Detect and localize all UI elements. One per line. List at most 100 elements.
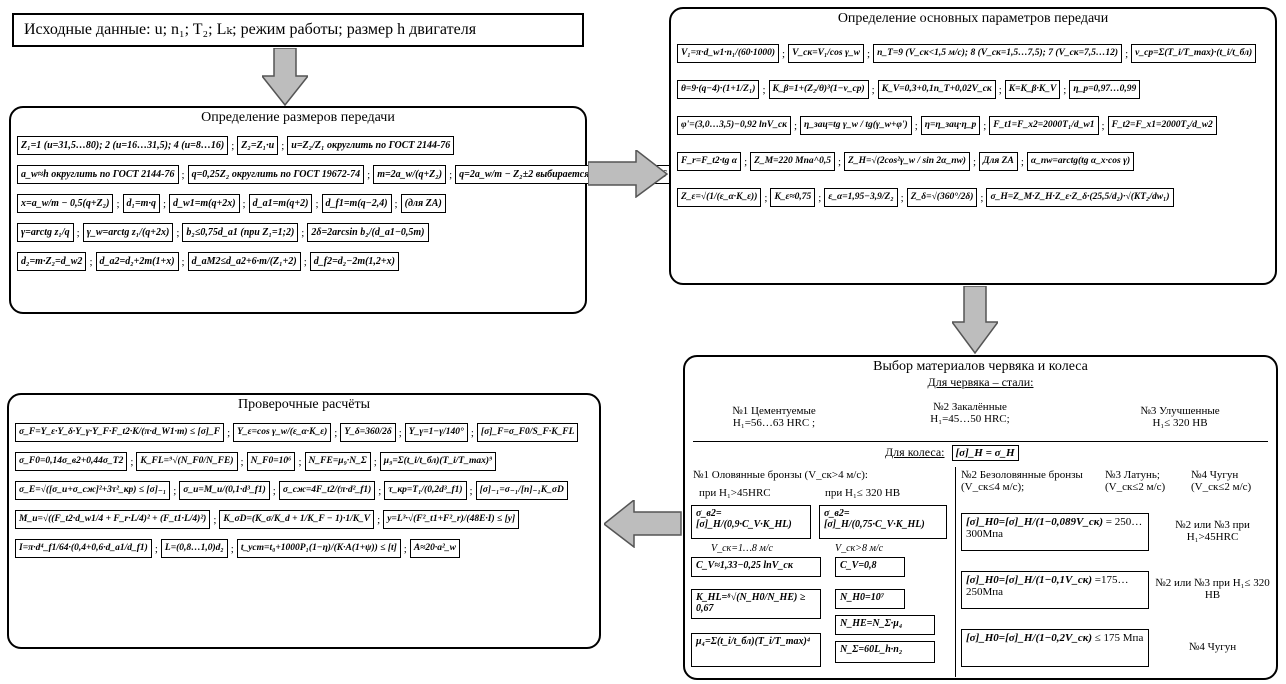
params-row-4: F_r=F_t2·tg α;Z_M=220 Mпа^0,5;Z_H=√(2cos…: [677, 152, 1269, 171]
ho-formula-2: [σ]_H0=[σ]_H/(1−0,1V_ск) =175…250Мпа: [961, 571, 1149, 609]
checks-formula-3-3: σ_сж=4F_t2/(π·d²_f1): [278, 481, 376, 500]
separator: ;: [230, 542, 234, 555]
input-data-box: Исходные данные: u; n₁; T₂; Lₖ; режим ра…: [12, 13, 584, 47]
separator: ;: [116, 197, 120, 210]
ho-formula-2-expr: [σ]_H0=[σ]_H/(1−0,1V_ск): [966, 574, 1092, 586]
checks-formula-3-4: τ_кр=T₁/(0,2d³_f1): [384, 481, 467, 500]
sizes-formula-3-1: x=a_w/m − 0,5(q+Z₂): [17, 194, 114, 213]
worm-heading: Для червяка – стали:: [927, 375, 1034, 389]
separator: ;: [1020, 155, 1024, 168]
checks-formula-2-1: σ_F0=0,14σ_в2+0,44σ_Т2: [15, 452, 128, 471]
group1-formula-2: σ_в2=[σ]_H/(0,75·C_V·K_HL): [819, 505, 947, 539]
sizes-formula-1-1: Z₁=1 (u=31,5…80); 2 (u=16…31,5); 4 (u=8……: [17, 136, 229, 155]
wheel-formula: [σ]_H = σ_H: [951, 445, 1019, 461]
separator: ;: [1063, 83, 1067, 96]
checks-formula-1-2: Y_ε=cos γ_w/(ε_α·K_ε): [233, 423, 332, 442]
checks-row-1: σ_F=Y_ε·Y_δ·Y_γ·Y_F·F_t2·K/(π·d_W1·m) ≤ …: [15, 423, 593, 442]
params-formula-1-1: V₁=π·d_w1·n₁/(60·1000): [677, 44, 780, 63]
separator: ;: [367, 168, 371, 181]
separator: ;: [998, 83, 1002, 96]
separator: ;: [181, 255, 185, 268]
cv-a: C_V≈1,33−0,25 lnV_ск: [691, 557, 821, 577]
sizes-formula-4-3: b₂≤0,75d_a1 (при Z₁=1;2): [182, 223, 299, 242]
sizes-formula-5-1: d₂=m·Z₂=d_w2: [17, 252, 87, 271]
separator: ;: [334, 426, 338, 439]
checks-formula-3-2: σ_и=M_и/(0,1·d³_f1): [179, 481, 270, 500]
separator: ;: [272, 484, 276, 497]
worm-option-2: №2 Закалённые H₁=45…50 HRC;: [895, 401, 1045, 425]
nho-formula: N_H0=10⁷: [835, 589, 905, 609]
sizes-formula-3-5: d_f1=m(q−2,4): [321, 194, 392, 213]
params-formula-5-4: Z_δ=√(360°/2δ): [906, 188, 978, 207]
params-formula-3-5: F_t2=F_x1=2000T₂/d_w2: [1107, 116, 1217, 135]
separator: ;: [242, 197, 246, 210]
materials-panel: Выбор материалов червяка и колеса Для че…: [683, 355, 1278, 680]
checks-formula-1-4: Y_γ=1−γ/140°: [404, 423, 468, 442]
separator: ;: [818, 191, 822, 204]
worm-option-1-hardness: H₁=56…63 HRC ;: [732, 417, 816, 429]
params-formula-5-1: Z_ε=√(1/(ε_α·K_ε)): [677, 188, 762, 207]
input-data-text: Исходные данные: u; n₁; T₂; Lₖ; режим ра…: [24, 21, 477, 38]
checks-formula-2-4: N_FE=μ₉·N_Σ: [304, 452, 371, 471]
group3-title: №3 Латунь; (V_ск≤2 м/с): [1105, 469, 1166, 493]
transmission-sizes-panel: Определение размеров передачи Z₁=1 (u=31…: [9, 106, 671, 314]
sizes-formula-4-4: 2δ=2arcsin b₂/(d_a1−0,5m): [307, 223, 429, 242]
checks-formula-5-3: t_уст=t₀+1000P₁(1−η)/(K·A(1+ψ)) ≤ [t]: [236, 539, 401, 558]
params-row-3: φ'=(3,0…3,5)−0,92 lnV_ск;η_зац=tg γ_w / …: [677, 116, 1269, 135]
params-formula-2-2: K_β=1+(Z₂/θ)³(1−ν_ср): [768, 80, 869, 99]
checks-formula-rows: σ_F=Y_ε·Y_δ·Y_γ·Y_F·F_t2·K/(π·d_W1·m) ≤ …: [9, 423, 599, 558]
sizes-formula-3-6: (для ZA): [400, 194, 446, 213]
separator: ;: [793, 119, 798, 132]
checks-row-4: M_и=√((F_t2·d_w1/4 + F_r·L/4)² + (F_t1·L…: [15, 510, 593, 529]
params-formula-4-1: F_r=F_t2·tg α: [677, 152, 742, 171]
separator: ;: [469, 484, 473, 497]
checks-formula-4-2: K_σD=(K_σ/K_d + 1/K_F − 1)·1/K_V: [219, 510, 375, 529]
checks-formula-2-3: N_F0=10⁶: [246, 452, 296, 471]
separator: ;: [980, 191, 984, 204]
worm-option-1: №1 Цементуемые H₁=56…63 HRC ;: [699, 405, 849, 429]
params-formula-1-3: n_T=9 (V_ск<1,5 м/с); 8 (V_ск=1,5…7,5); …: [873, 44, 1123, 63]
checks-formula-4-1: M_и=√((F_t2·d_w1/4 + F_r·L/4)² + (F_t1·L…: [15, 510, 211, 529]
separator: ;: [76, 226, 80, 239]
separator: ;: [315, 197, 319, 210]
ho-formula-1-range: = 250…300Мпа: [966, 516, 1143, 540]
separator: ;: [871, 83, 875, 96]
sizes-row-4: γ=arctg z₁/q;γ_w=arctg z₁/(q+2x);b₂≤0,75…: [17, 223, 579, 242]
separator: ;: [213, 513, 217, 526]
separator: ;: [231, 139, 235, 152]
checks-row-3: σ_Е=√([σ_и+σ_сж]²+3τ²_кр) ≤ [σ]₋₁;σ_и=M_…: [15, 481, 593, 500]
checks-formula-1-5: [σ]_F=σ_F0/S_F·K_FL: [476, 423, 579, 442]
separator: ;: [162, 197, 167, 210]
speed-b: V_ск>8 м/с: [835, 543, 884, 554]
checks-row-2: σ_F0=0,14σ_в2+0,44σ_Т2;K_FL=⁹√(N_F0/N_FE…: [15, 452, 593, 471]
sizes-formula-5-2: d_a2=d₂+2m(1+x): [95, 252, 179, 271]
worm-option-2-hardness: H₁=45…50 HRC;: [930, 413, 1010, 425]
worm-option-3: №3 Улучшенные H₁≤ 320 HB: [1105, 405, 1255, 429]
group2-title: №2 Безоловянные бронзы (V_ск≤4 м/с);: [961, 469, 1083, 493]
params-formula-1-4: ν_ср=Σ(T_i/T_max)·(t_i/t_бл): [1131, 44, 1257, 63]
separator: ;: [837, 155, 842, 168]
params-formula-2-4: K=K_β·K_V: [1004, 80, 1061, 99]
params-formula-4-5: α_nw=arctg(tg α_x·cos γ): [1026, 152, 1135, 171]
ho-note-3: №4 Чугун: [1188, 641, 1237, 653]
params-formula-3-4: F_t1=F_x2=2000T₁/d_w1: [989, 116, 1099, 135]
sizes-formula-3-2: d₁=m·q: [122, 194, 160, 213]
ho-formula-3: [σ]_H0=[σ]_H/(1−0,2V_ск) ≤ 175 Мпа: [961, 629, 1149, 667]
nsum-formula: N_Σ=60L_h·n₂: [835, 641, 935, 663]
separator: ;: [782, 47, 786, 60]
separator: ;: [130, 455, 134, 468]
params-row-2: θ=9·(q−4)·(1+1/Z₁);K_β=1+(Z₂/θ)³(1−ν_ср)…: [677, 80, 1269, 99]
group1-formula-1: σ_в2=[σ]_H/(0,9·C_V·K_HL): [691, 505, 811, 539]
params-formula-2-3: K_V=0,3+0,1n_T+0,02V_ск: [877, 80, 996, 99]
separator: ;: [240, 455, 244, 468]
sizes-formula-rows: Z₁=1 (u=31,5…80); 2 (u=16…31,5); 4 (u=8……: [11, 136, 671, 271]
separator: ;: [398, 426, 402, 439]
sizes-row-1: Z₁=1 (u=31,5…80); 2 (u=16…31,5); 4 (u=8……: [17, 136, 579, 155]
params-row-5: Z_ε=√(1/(ε_α·K_ε));K_ε≈0,75;ε_α=1,95−3,9…: [677, 188, 1269, 207]
checks-formula-2-2: K_FL=⁹√(N_F0/N_FE): [136, 452, 238, 471]
separator: ;: [298, 455, 302, 468]
speed-a: V_ск=1…8 м/с: [711, 543, 773, 554]
nhe-formula: N_HE=N_Σ·μ₄: [835, 615, 935, 635]
separator: ;: [301, 226, 305, 239]
ho-formula-1: [σ]_H0=[σ]_H/(1−0,089V_ск) = 250…300Мпа: [961, 513, 1149, 551]
